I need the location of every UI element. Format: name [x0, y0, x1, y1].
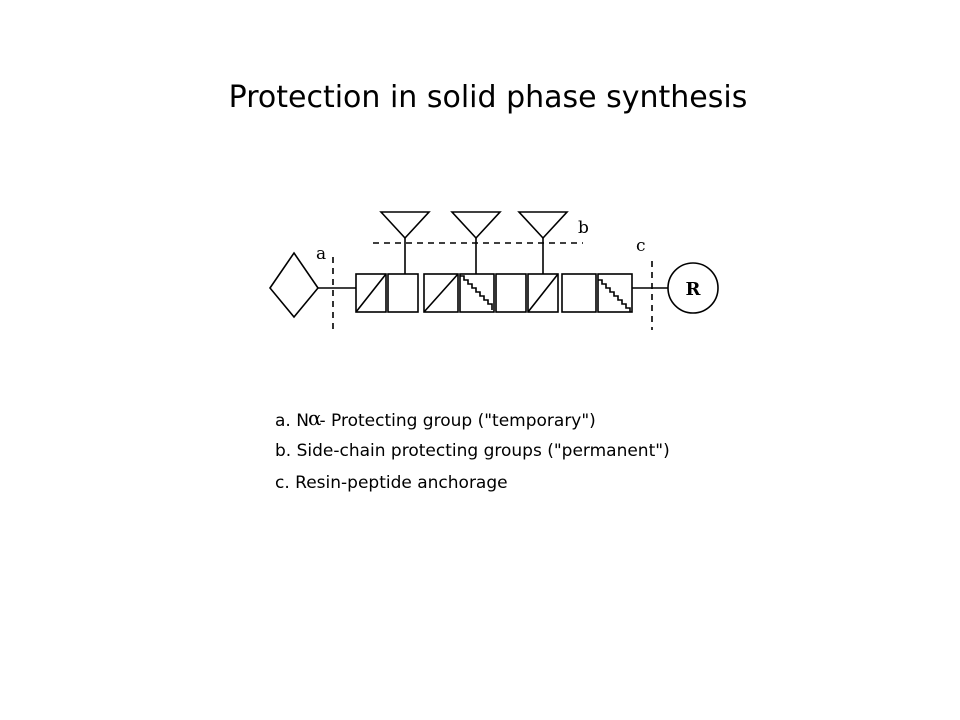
- legend-item-a: a. Nα- Protecting group ("temporary"): [275, 403, 670, 435]
- side-chain-protecting-group-triangle: [450, 211, 502, 240]
- residue-zigzag: [598, 279, 631, 312]
- resin-label: R: [686, 279, 702, 300]
- legend-a-text: - Protecting group ("temporary"): [319, 411, 596, 431]
- side-chain-protecting-groups: [379, 211, 569, 274]
- amino-acid-residue: [459, 273, 495, 313]
- n-alpha-protecting-group-diamond: [268, 251, 320, 319]
- amino-acid-residue: [423, 273, 459, 313]
- residue-diagonal: [355, 273, 387, 313]
- label-b: b: [578, 218, 589, 238]
- side-chain-protecting-group-triangle: [379, 211, 431, 240]
- residue-diagonal: [527, 273, 559, 313]
- peptide-chain: [355, 273, 633, 313]
- amino-acid-residue: [597, 273, 633, 313]
- label-c: c: [636, 236, 646, 256]
- alpha-symbol: α: [307, 406, 322, 430]
- legend-item-b: b. Side-chain protecting groups ("perman…: [275, 441, 670, 461]
- amino-acid-residue: [355, 273, 387, 313]
- amino-acid-residue: [561, 273, 597, 313]
- residue-diagonal: [423, 273, 459, 313]
- resin-bead: [667, 262, 719, 314]
- side-chain-protecting-group-triangle: [517, 211, 569, 240]
- amino-acid-residue: [495, 273, 527, 313]
- label-a: a: [316, 244, 326, 264]
- legend-item-c: c. Resin-peptide anchorage: [275, 473, 508, 493]
- legend: a. Nα- Protecting group ("temporary") b.…: [275, 403, 670, 499]
- residue-zigzag: [460, 275, 493, 310]
- page-title: Protection in solid phase synthesis: [228, 80, 748, 115]
- amino-acid-residue: [387, 273, 419, 313]
- legend-a-prefix: a. N: [275, 411, 309, 431]
